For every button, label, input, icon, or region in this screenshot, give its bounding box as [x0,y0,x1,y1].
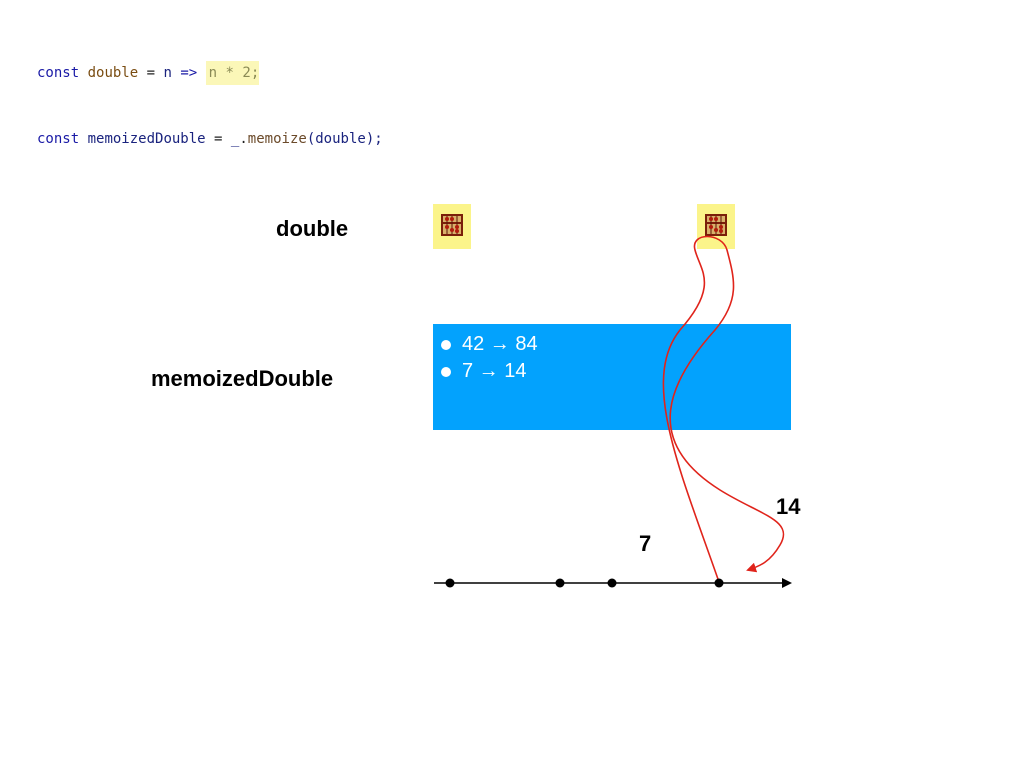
timeline-point [607,578,617,588]
output-value-label: 14 [776,494,801,519]
code-identifier: double [87,65,139,81]
bullet-icon [441,339,451,350]
code-identifier: memoizedDouble [87,131,206,147]
double-label: double [276,216,349,241]
code-keyword: const [37,65,80,81]
timeline-point [445,578,455,588]
timeline-point [714,578,724,588]
code-line-1: const double = n => n * 2; [37,61,383,85]
code-highlighted-body: n * 2; [205,61,260,85]
code-body: n * 2 [208,65,251,81]
cache-entry: 42 → 84 [441,331,538,358]
abacus-icon [705,214,727,236]
code-args: (double); [306,131,383,147]
double-function-tile-active [697,204,735,249]
cache-entry: 7 → 14 [441,358,538,385]
input-value-label: 7 [639,531,652,556]
flow-path [662,235,785,583]
code-parameter: n [163,65,172,81]
timeline-arrowhead [782,578,792,588]
code-snippet: const double = n => n * 2; const memoize… [37,18,383,172]
abacus-icon [441,214,463,236]
code-line-2: const memoizedDouble = _.memoize(double)… [37,128,383,150]
code-dot: . [239,131,248,147]
memoized-double-label: memoizedDouble [151,366,334,391]
bullet-icon [441,366,451,377]
code-method: memoize [247,131,307,147]
cache-entry-list: 42 → 84 7 → 14 [441,331,538,385]
cache-entry-text: 7 → 14 [462,360,527,382]
code-semicolon: ; [250,65,260,81]
double-function-tile [433,204,471,249]
code-keyword: const [37,131,80,147]
code-arrow: => [180,65,198,81]
code-lib: _ [230,131,240,147]
code-operator: = [146,65,156,81]
code-operator: = [214,131,223,147]
timeline-point [555,578,565,588]
cache-entry-text: 42 → 84 [462,333,538,355]
memoize-cache: 42 → 84 7 → 14 [433,324,791,430]
